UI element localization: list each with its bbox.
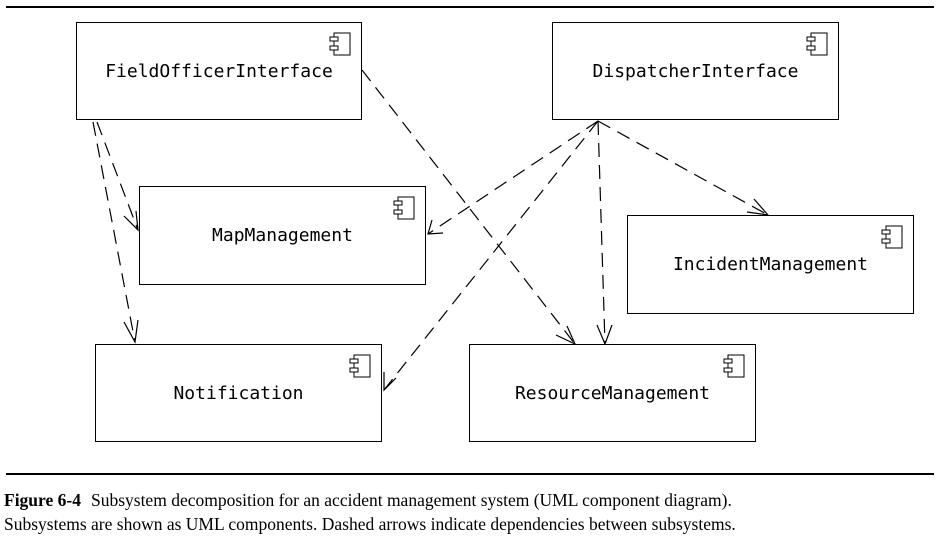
figure-label: Figure 6-4: [4, 490, 81, 510]
component-dispatcher-interface: DispatcherInterface: [552, 22, 839, 120]
caption-text-2: Subsystems are shown as UML components. …: [4, 514, 736, 534]
arrowhead-notification-from-fieldofficer: [123, 319, 139, 344]
dependency-dispatcher-to-incident: [597, 120, 769, 216]
dependency-dispatcher-to-resource: [597, 120, 606, 345]
arrowhead-map-from-fieldofficer: [123, 210, 139, 232]
component-resource-management: ResourceManagement: [469, 344, 756, 442]
component-name: FieldOfficerInterface: [105, 60, 333, 82]
dependency-fieldofficer-to-notification: [92, 121, 136, 343]
component-incident-management: IncidentManagement: [627, 215, 914, 314]
uml-component-icon: [881, 225, 903, 249]
dependency-arrows: [92, 69, 770, 392]
dependency-dispatcher-to-map: [427, 120, 599, 235]
component-name: DispatcherInterface: [592, 60, 799, 82]
uml-component-icon: [329, 32, 351, 56]
component-field-officer-interface: FieldOfficerInterface: [76, 22, 362, 120]
arrowhead-notification-from-dispatcher: [383, 372, 397, 392]
component-name: ResourceManagement: [514, 382, 711, 404]
uml-component-icon: [806, 32, 828, 56]
component-name: IncidentManagement: [672, 254, 869, 275]
component-name: MapManagement: [212, 225, 353, 246]
top-rule: [6, 6, 934, 8]
uml-component-icon: [723, 354, 745, 378]
component-notification: Notification: [95, 344, 382, 442]
component-map-management: MapManagement: [139, 186, 426, 285]
dependency-dispatcher-to-notification: [383, 120, 599, 391]
caption-line-1: Figure 6-4 Subsystem decomposition for an…: [4, 488, 936, 512]
bottom-rule: [6, 473, 934, 475]
arrowhead-map-from-dispatcher: [427, 219, 444, 235]
caption-text-1: Subsystem decomposition for an accident …: [90, 490, 732, 510]
component-name: Notification: [173, 382, 304, 404]
dependency-fieldofficer-to-map: [96, 121, 139, 231]
uml-component-icon: [349, 354, 371, 378]
dependency-fieldofficer-to-resource: [361, 69, 576, 345]
arrowhead-incident-from-dispatcher: [746, 198, 770, 216]
uml-component-icon: [393, 196, 415, 220]
figure-caption: Figure 6-4 Subsystem decomposition for an…: [4, 488, 936, 536]
